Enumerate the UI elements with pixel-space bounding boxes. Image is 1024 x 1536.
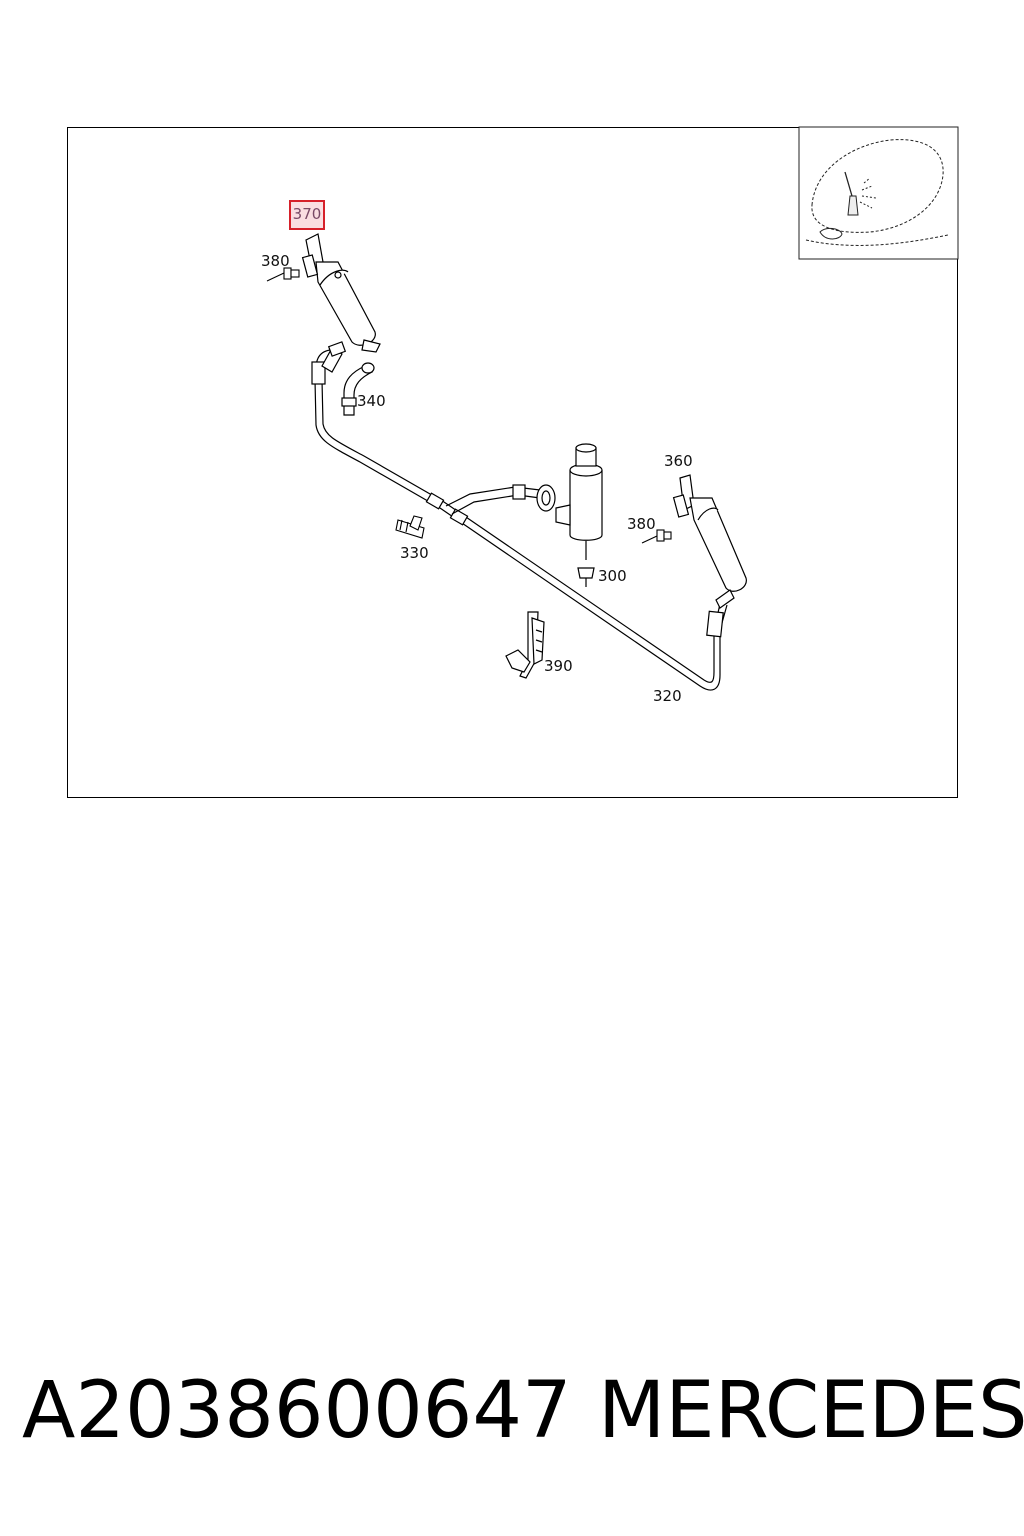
brand-name: MERCEDES xyxy=(598,1366,1024,1456)
callout-300: 300 xyxy=(598,567,627,585)
callout-320: 320 xyxy=(653,687,682,705)
callout-370-highlighted: 370 xyxy=(292,205,322,223)
connector-340 xyxy=(341,362,375,416)
screw-380-left xyxy=(266,267,300,282)
highlight-box xyxy=(289,200,325,230)
washer-pump-300 xyxy=(555,443,603,587)
callout-340: 340 xyxy=(357,392,386,410)
screw-380-right xyxy=(641,529,672,544)
nozzle-360 xyxy=(672,474,747,609)
coupling-left xyxy=(321,341,347,373)
callout-380-right: 380 xyxy=(627,515,656,533)
inset-thumbnail xyxy=(798,126,959,260)
nozzle-370 xyxy=(301,233,381,353)
callout-360: 360 xyxy=(664,452,693,470)
callout-390: 390 xyxy=(544,657,573,675)
callout-380-left: 380 xyxy=(261,252,290,270)
diagram-frame xyxy=(67,127,958,798)
t-connector-330 xyxy=(395,515,425,539)
pump-hose xyxy=(445,484,556,515)
clip-390 xyxy=(505,611,545,679)
parts-diagram: 380 340 360 380 330 300 390 320 xyxy=(261,126,959,705)
part-number: A2038600647 xyxy=(22,1366,572,1456)
callout-330: 330 xyxy=(400,544,429,562)
